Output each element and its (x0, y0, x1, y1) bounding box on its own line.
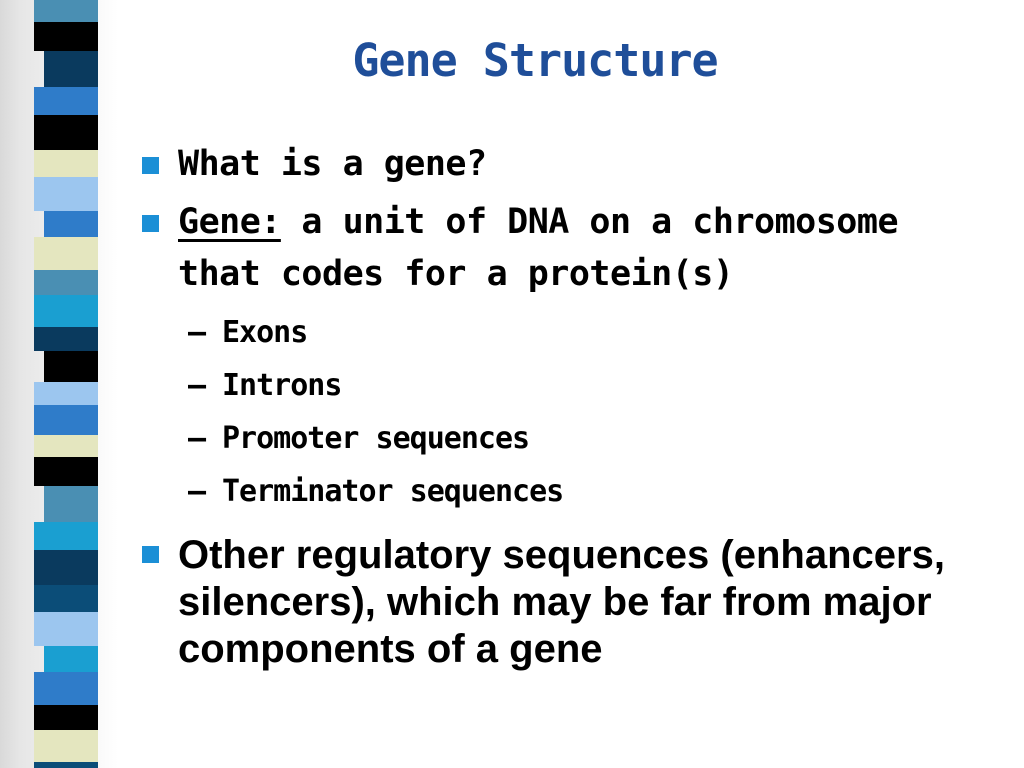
stripe-block (34, 730, 98, 762)
stripe-block (34, 115, 98, 150)
bullet-item: Gene: a unit of DNA on a chromosome that… (140, 196, 1000, 300)
bullet-item: What is a gene? (140, 138, 1000, 190)
sub-bullet-item: – Exons (140, 306, 1000, 359)
stripe-block (34, 705, 98, 730)
bullet-text: a unit of DNA on a chromosome that codes… (178, 202, 899, 294)
stripe-block (34, 612, 98, 646)
stripe-block (34, 270, 98, 295)
stripe-block (44, 486, 98, 522)
sub-bullet-text: Promoter sequences (222, 421, 530, 456)
stripe-block (34, 295, 98, 327)
stripe-block (34, 0, 98, 22)
stripe-block (44, 351, 98, 382)
sub-bullet-item: – Promoter sequences (140, 412, 1000, 465)
stripe-block (34, 457, 98, 486)
sub-bullet-text: Introns (222, 368, 342, 403)
sub-bullet-text: Terminator sequences (222, 474, 564, 509)
stripe-block (34, 585, 98, 612)
stripe-block (44, 646, 98, 672)
stripe-block (34, 22, 98, 51)
dash-bullet-icon: – (188, 315, 206, 350)
sub-bullet-item: – Introns (140, 359, 1000, 412)
bullet-item: Other regulatory sequences (enhancers, s… (140, 532, 1000, 673)
stripe-block (34, 87, 98, 115)
stripe-block (34, 150, 98, 177)
stripe-block (34, 762, 98, 768)
stripe-block (34, 327, 98, 351)
stripe-block (44, 51, 98, 87)
square-bullet-icon (142, 546, 159, 563)
sub-bullet-item: – Terminator sequences (140, 465, 1000, 518)
stripe-block (34, 177, 98, 211)
square-bullet-icon (142, 215, 159, 232)
dash-bullet-icon: – (188, 368, 206, 403)
stripe-block (34, 382, 98, 405)
stripe-block (44, 211, 98, 237)
stripe-block (34, 237, 98, 270)
stripe-block (34, 672, 98, 705)
stripe-block (34, 522, 98, 550)
dash-bullet-icon: – (188, 474, 206, 509)
stripe-block (34, 550, 98, 585)
bullet-text: What is a gene? (178, 144, 487, 184)
sub-bullet-text: Exons (222, 315, 308, 350)
decorative-stripe (34, 0, 98, 768)
dash-bullet-icon: – (188, 421, 206, 456)
slide-title: Gene Structure (352, 34, 718, 87)
stripe-block (34, 405, 98, 435)
bullet-text: Other regulatory sequences (enhancers, s… (178, 533, 945, 671)
slide-content: What is a gene? Gene: a unit of DNA on a… (140, 138, 1000, 673)
square-bullet-icon (142, 157, 159, 174)
stripe-block (34, 435, 98, 457)
defined-term: Gene: (178, 202, 281, 242)
